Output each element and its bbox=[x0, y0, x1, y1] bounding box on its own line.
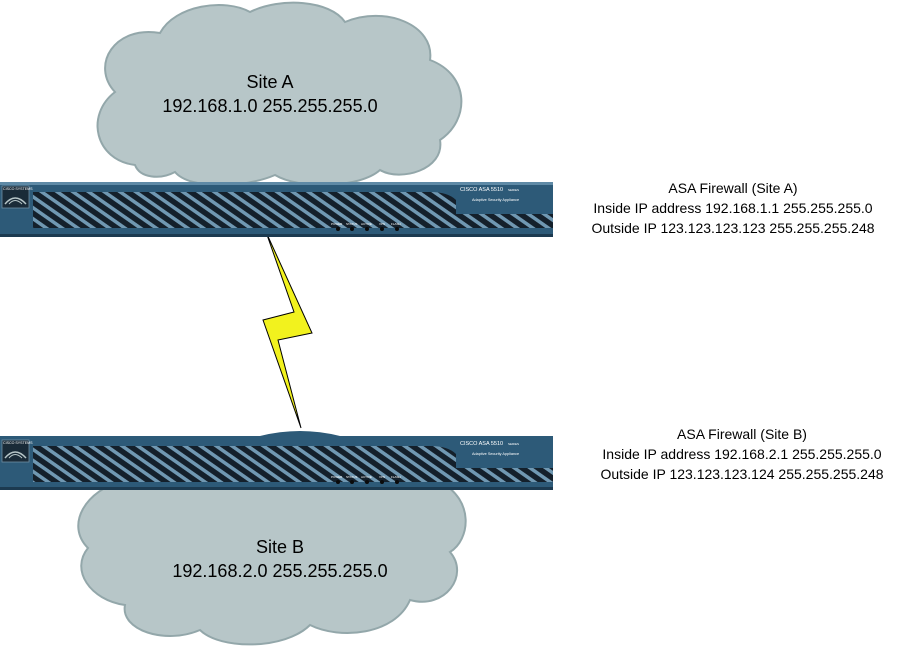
firewall-a-vendor: CISCO SYSTEMS bbox=[3, 187, 33, 191]
firewall-b-inside-ip: Inside IP address 192.168.2.1 255.255.25… bbox=[602, 446, 882, 462]
site-b-name: Site B bbox=[255, 537, 305, 557]
firewall-a-led-label: STATUS bbox=[346, 222, 357, 226]
site-a-network: 192.168.1.0 255.255.255.0 bbox=[162, 96, 378, 116]
firewall-a-series: SERIES bbox=[508, 188, 519, 192]
firewall-b-vendor: CISCO SYSTEMS bbox=[3, 441, 33, 445]
firewall-a-led-label: VPN bbox=[379, 222, 385, 226]
firewall-a-device bbox=[0, 182, 553, 237]
firewall-a-model: CISCO ASA 5510 bbox=[460, 187, 503, 193]
cisco-logo-b bbox=[1, 439, 30, 463]
firewall-b-led-label: FLASH bbox=[391, 475, 401, 479]
firewall-a-inside-ip: Inside IP address 192.168.1.1 255.255.25… bbox=[593, 200, 873, 216]
site-a-label: Site A 192.168.1.0 255.255.255.0 bbox=[150, 70, 390, 118]
firewall-b-led-label: POWER bbox=[331, 475, 343, 479]
firewall-b-label: ASA Firewall (Site B) Inside IP address … bbox=[578, 424, 906, 484]
firewall-a-title: ASA Firewall (Site A) bbox=[668, 180, 798, 196]
firewall-b-leds bbox=[336, 480, 399, 484]
cisco-logo-a bbox=[1, 185, 30, 209]
wan-link-bolt bbox=[262, 231, 313, 429]
firewall-b-outside-ip: Outside IP 123.123.123.124 255.255.255.2… bbox=[600, 466, 884, 482]
firewall-a-label: ASA Firewall (Site A) Inside IP address … bbox=[568, 178, 898, 238]
site-a-name: Site A bbox=[246, 72, 294, 92]
firewall-b-series: SERIES bbox=[508, 442, 519, 446]
firewall-b-led-label: ACTIVE bbox=[361, 475, 372, 479]
firewall-b-led-label: STATUS bbox=[346, 475, 357, 479]
firewall-a-led-label: ACTIVE bbox=[361, 222, 372, 226]
site-b-network: 192.168.2.0 255.255.255.0 bbox=[172, 561, 388, 581]
firewall-b-led-label: VPN bbox=[379, 475, 385, 479]
firewall-b-title: ASA Firewall (Site B) bbox=[677, 426, 807, 442]
firewall-b-device bbox=[0, 431, 553, 490]
firewall-a-subtitle: Adaptive Security Appliance bbox=[472, 198, 519, 202]
firewall-b-model: CISCO ASA 5510 bbox=[460, 441, 503, 447]
firewall-a-leds bbox=[336, 227, 399, 231]
site-a-cloud bbox=[96, 1, 463, 187]
site-b-label: Site B 192.168.2.0 255.255.255.0 bbox=[160, 535, 400, 583]
firewall-a-led-label: FLASH bbox=[391, 222, 401, 226]
firewall-b-subtitle: Adaptive Security Appliance bbox=[472, 452, 519, 456]
firewall-a-led-label: POWER bbox=[331, 222, 343, 226]
firewall-a-outside-ip: Outside IP 123.123.123.123 255.255.255.2… bbox=[591, 220, 875, 236]
